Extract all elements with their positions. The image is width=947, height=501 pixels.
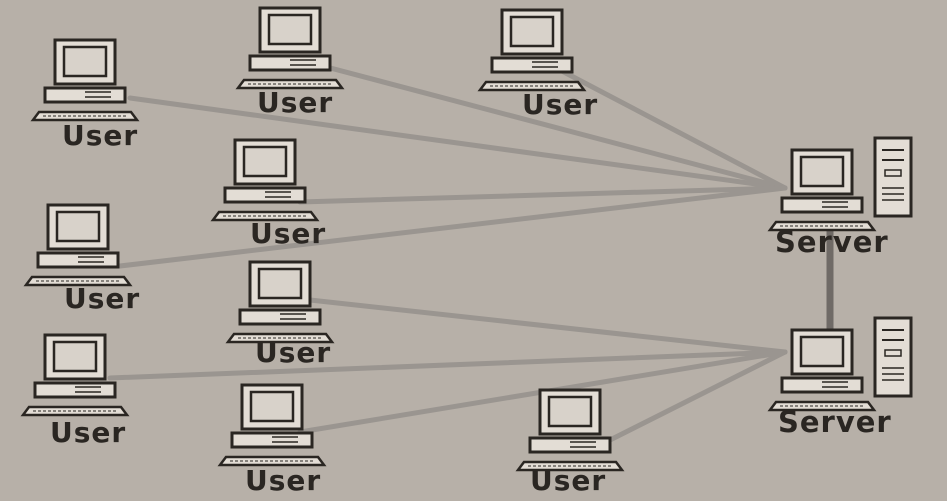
user-node-6: User [226,260,334,369]
user-label: User [257,86,333,119]
server-monitor-icon [768,328,876,412]
computer-icon [31,38,139,122]
user-node-8: User [218,383,326,497]
user-label: User [255,336,331,369]
user-node-7: User [21,333,129,449]
links-layer [107,57,834,443]
user-label: User [530,464,606,497]
user-label: User [522,88,598,121]
server-node-1: Server [768,136,913,259]
server-label: Server [775,225,889,259]
user-label: User [50,416,126,449]
link-user-7-server-2 [107,349,788,381]
user-node-1: User [31,38,139,152]
link-user-9-server-2 [607,349,788,443]
user-label: User [250,217,326,250]
computer-icon [218,383,326,467]
link-user-4-server-1 [297,185,788,205]
server-label: Server [778,405,892,439]
computer-icon [211,138,319,222]
computer-icon [24,203,132,287]
user-node-2: User [236,6,344,119]
link-user-1-server-1 [127,95,788,191]
computer-icon [236,6,344,90]
user-label: User [62,119,138,152]
link-user-5-server-1 [117,185,788,269]
user-label: User [245,464,321,497]
server-tower-icon [873,316,913,398]
link-user-3-server-1 [557,67,788,191]
computer-icon [516,388,624,472]
user-node-4: User [211,138,326,250]
computer-icon [21,333,129,417]
user-node-9: User [516,388,624,497]
user-node-5: User [24,203,140,315]
computer-icon [478,8,586,92]
link-user-2-server-1 [297,57,788,191]
user-label: User [64,282,140,315]
server-node-2: Server [768,316,913,439]
server-tower-icon [873,136,913,218]
user-node-3: User [478,8,598,121]
link-user-6-server-2 [307,297,788,355]
